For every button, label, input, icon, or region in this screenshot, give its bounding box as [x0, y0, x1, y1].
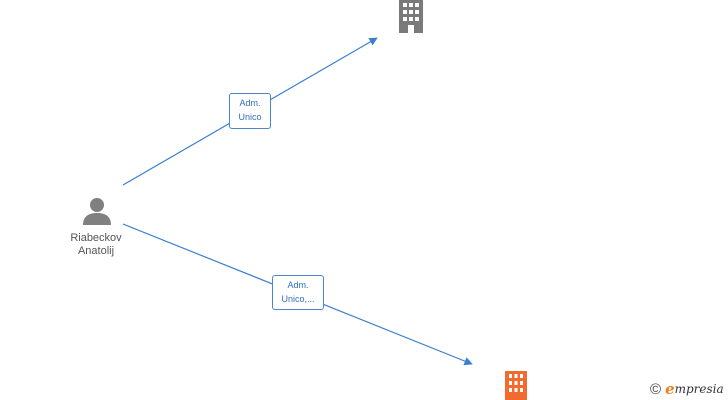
- person-name-line2: Anatolij: [77, 245, 115, 257]
- relation-label-line2: Unico: [238, 112, 262, 122]
- brand-name: mpresia: [674, 382, 724, 396]
- relation-label-line1: Adm.: [287, 280, 309, 290]
- person-name-line1: Riabeckov: [70, 232, 122, 244]
- copyright-symbol: ©: [650, 380, 662, 398]
- relation-label-bottom[interactable]: Adm. Unico,...: [272, 275, 324, 310]
- empresia-watermark: © e mpresia: [650, 380, 724, 398]
- relation-label-top[interactable]: Adm. Unico: [229, 93, 271, 129]
- relation-label-line1: Adm.: [239, 98, 261, 108]
- brand-initial: e: [665, 380, 675, 398]
- person-icon[interactable]: [82, 196, 112, 226]
- building-icon[interactable]: [503, 371, 529, 400]
- person-name[interactable]: Riabeckov Anatolij: [56, 232, 136, 258]
- building-icon[interactable]: [395, 0, 427, 33]
- relation-label-line2: Unico,...: [281, 294, 315, 304]
